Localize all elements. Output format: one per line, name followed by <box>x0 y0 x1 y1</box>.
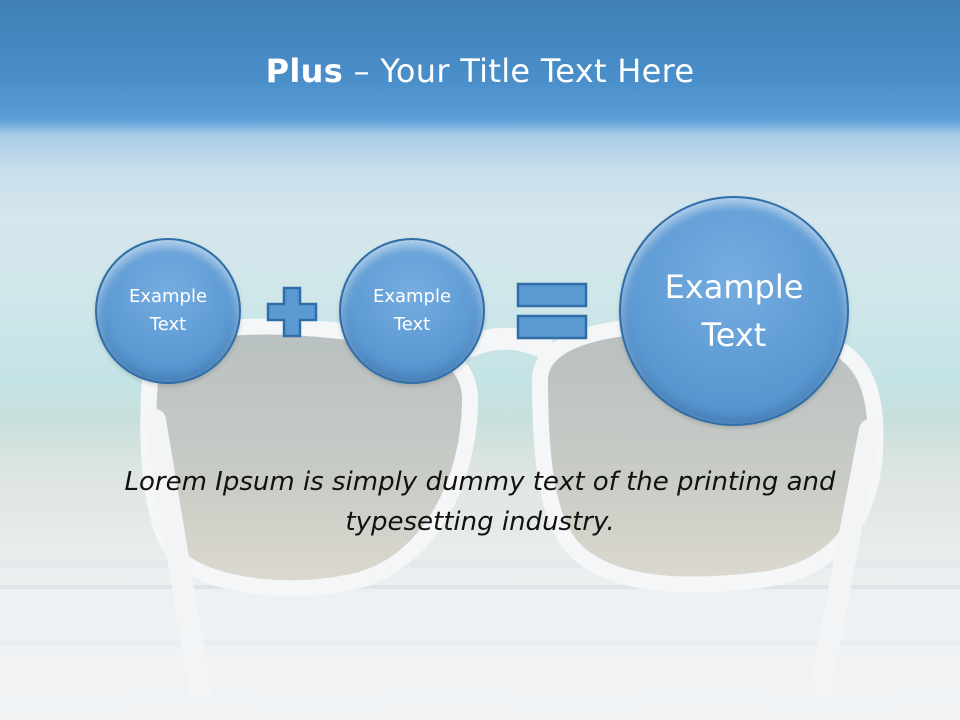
slide-title: Plus – Your Title Text Here <box>0 52 960 90</box>
title-bold-part: Plus <box>265 52 344 90</box>
equals-icon <box>516 282 588 340</box>
title-rest-part: – Your Title Text Here <box>343 52 695 90</box>
plus-icon <box>266 286 318 338</box>
example-circle-1: Example Text <box>95 238 241 384</box>
example-circle-2: Example Text <box>339 238 485 384</box>
caption-text: Lorem Ipsum is simply dummy text of the … <box>124 467 836 537</box>
example-circle-3: Example Text <box>619 196 849 426</box>
